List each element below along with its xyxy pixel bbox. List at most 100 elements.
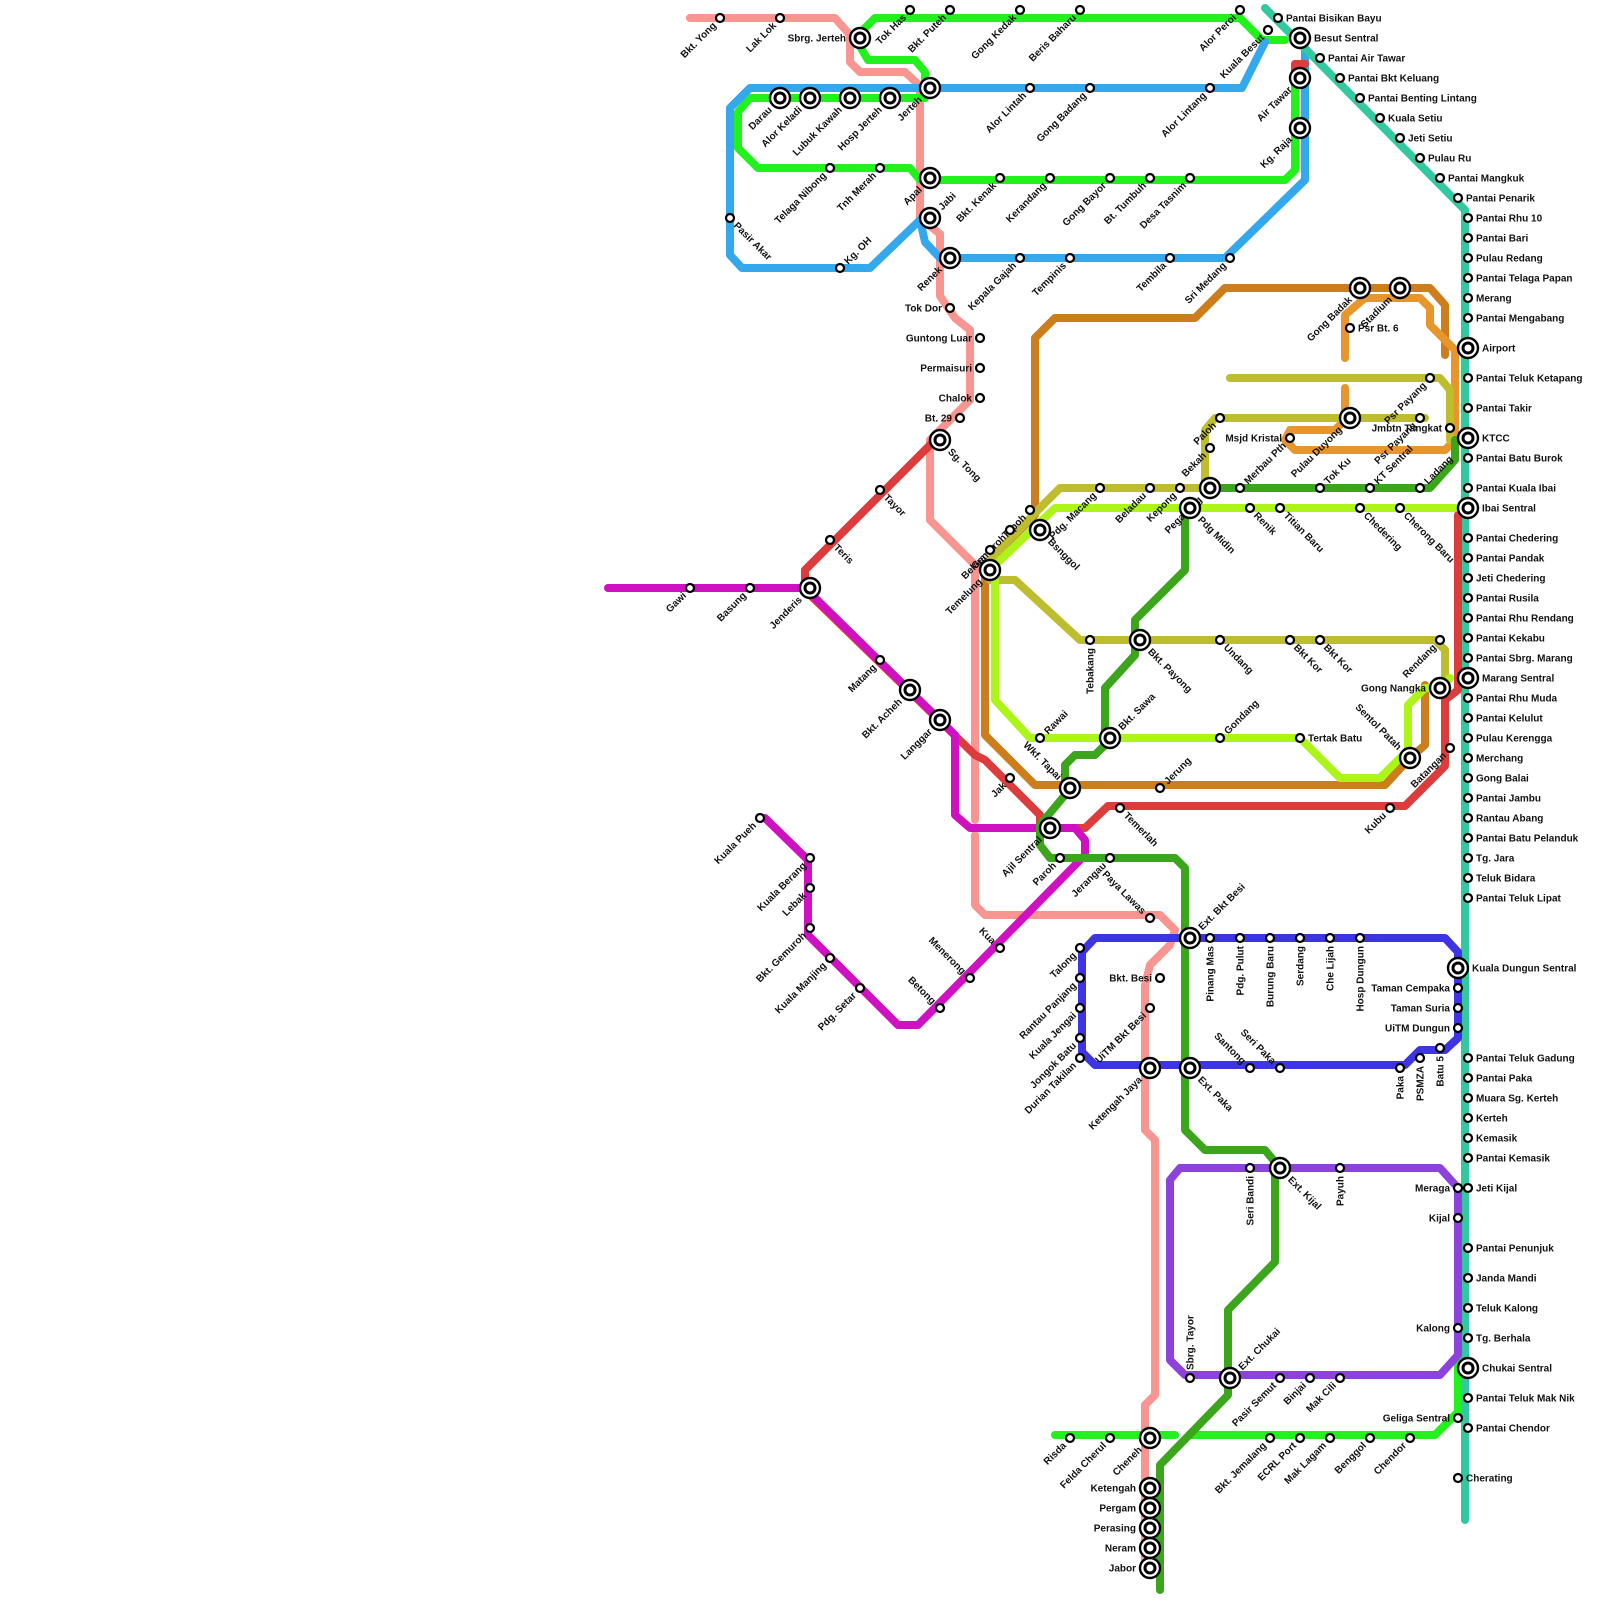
station-uitm-dungun[interactable]: UiTM Dungun [1385, 1022, 1464, 1035]
station-marker[interactable] [754, 812, 766, 824]
station-marker[interactable] [1294, 1432, 1306, 1444]
interchange-marker-core[interactable] [1143, 1431, 1157, 1445]
station-marker[interactable] [1452, 1322, 1464, 1334]
station-jeti-chedering[interactable]: Jeti Chedering [1462, 572, 1545, 585]
station-marker[interactable] [1004, 524, 1016, 536]
station-marker[interactable] [944, 4, 956, 16]
station-marker[interactable] [1452, 1472, 1464, 1484]
station-marker[interactable] [1274, 1062, 1286, 1074]
station-marker[interactable] [1462, 792, 1474, 804]
station-marker[interactable] [1294, 932, 1306, 944]
station-paka[interactable]: Paka [1394, 1062, 1407, 1099]
station-pantai-benting-lintang[interactable]: Pantai Benting Lintang [1354, 92, 1477, 105]
station-tok-has[interactable]: Tok Has [874, 4, 916, 47]
interchange-marker-core[interactable] [923, 81, 937, 95]
station-marker[interactable] [1004, 772, 1016, 784]
station-cherating[interactable]: Cherating [1452, 1472, 1513, 1485]
station-chukai-sentral[interactable]: Chukai Sentral [1456, 1356, 1552, 1380]
station-marker[interactable] [1144, 912, 1156, 924]
interchange-marker-core[interactable] [803, 581, 817, 595]
station-sbrg-jerteh[interactable]: Sbrg. Jerteh [788, 26, 872, 50]
station-marker[interactable] [974, 392, 986, 404]
station-jeti-kijal[interactable]: Jeti Kijal [1462, 1182, 1517, 1195]
station-ketengah[interactable]: Ketengah [1090, 1476, 1162, 1500]
station-kemasik[interactable]: Kemasik [1462, 1132, 1518, 1145]
station-neram[interactable]: Neram [1105, 1536, 1162, 1560]
station-pantai-batu-burok[interactable]: Pantai Batu Burok [1462, 452, 1563, 465]
interchange-marker-core[interactable] [923, 211, 937, 225]
station-betong[interactable]: Betong [905, 975, 946, 1014]
station-marker[interactable] [1434, 634, 1446, 646]
station-ktcc[interactable]: KTCC [1456, 426, 1510, 450]
station-gong-badang[interactable]: Gong Badang [1035, 82, 1096, 145]
station-marker[interactable] [1462, 532, 1474, 544]
station-marker[interactable] [1452, 1182, 1464, 1194]
station-marker[interactable] [1462, 452, 1474, 464]
station-marker[interactable] [934, 1002, 946, 1014]
station-pantai-rusila[interactable]: Pantai Rusila [1462, 592, 1539, 605]
station-marker[interactable] [1014, 4, 1026, 16]
station-marker[interactable] [1452, 192, 1464, 204]
station-marker[interactable] [1364, 1432, 1376, 1444]
station-marker[interactable] [1414, 1052, 1426, 1064]
station-kuala-pueh[interactable]: Kuala Pueh [713, 812, 766, 867]
station-marker[interactable] [824, 952, 836, 964]
interchange-marker-core[interactable] [1033, 523, 1047, 537]
station-merchang[interactable]: Merchang [1462, 752, 1523, 765]
station-pantai-penarik[interactable]: Pantai Penarik [1452, 192, 1535, 205]
station-marker[interactable] [874, 654, 886, 666]
station-marker[interactable] [1314, 634, 1326, 646]
station-bkt-acheh[interactable]: Bkt. Acheh [860, 678, 922, 741]
station-marker[interactable] [1264, 932, 1276, 944]
station-marker[interactable] [1462, 572, 1474, 584]
station-che-lijah[interactable]: Che Lijah [1324, 932, 1337, 991]
station-pulau-redang[interactable]: Pulau Redang [1462, 252, 1543, 265]
interchange-marker-core[interactable] [1293, 121, 1307, 135]
station-pantai-paka[interactable]: Pantai Paka [1462, 1072, 1533, 1085]
station-marker[interactable] [1214, 412, 1226, 424]
station-marker[interactable] [824, 534, 836, 546]
station-sg-tong[interactable]: Sg. Tong [928, 428, 983, 484]
station-marker[interactable] [954, 412, 966, 424]
station-marker[interactable] [1034, 732, 1046, 744]
station-sbrg-tayor[interactable]: Sbrg. Tayor [1184, 1315, 1197, 1384]
station-marker[interactable] [1104, 172, 1116, 184]
station-marker[interactable] [1064, 1432, 1076, 1444]
station-marker[interactable] [1214, 634, 1226, 646]
station-marker[interactable] [1462, 712, 1474, 724]
station-marker[interactable] [1462, 1392, 1474, 1404]
interchange-marker-core[interactable] [773, 91, 787, 105]
station-kerteh[interactable]: Kerteh [1462, 1112, 1508, 1125]
station-pinang-mas[interactable]: Pinang Mas [1204, 932, 1217, 1002]
station-marker[interactable] [1344, 322, 1356, 334]
station-marker[interactable] [1014, 252, 1026, 264]
station-kuala-setiu[interactable]: Kuala Setiu [1374, 112, 1442, 125]
station-marker[interactable] [1462, 1332, 1474, 1344]
station-marker[interactable] [1434, 1042, 1446, 1054]
station-marker[interactable] [1234, 4, 1246, 16]
station-marker[interactable] [1462, 732, 1474, 744]
interchange-marker-core[interactable] [883, 91, 897, 105]
station-tg-jara[interactable]: Tg. Jara [1462, 852, 1515, 865]
interchange-marker-core[interactable] [1403, 751, 1417, 765]
station-marker[interactable] [1452, 1002, 1464, 1014]
station-marker[interactable] [1462, 482, 1474, 494]
station-marker[interactable] [1354, 92, 1366, 104]
station-marker[interactable] [1324, 1432, 1336, 1444]
station-marker[interactable] [1434, 172, 1446, 184]
station-marker[interactable] [1304, 1372, 1316, 1384]
station-pergam[interactable]: Pergam [1099, 1496, 1162, 1520]
station-marker[interactable] [1462, 772, 1474, 784]
station-batu-5[interactable]: Batu 5 [1434, 1042, 1447, 1087]
station-pantai-jambu[interactable]: Pantai Jambu [1462, 792, 1541, 805]
station-marker[interactable] [1462, 892, 1474, 904]
station-pulau-ru[interactable]: Pulau Ru [1414, 152, 1471, 165]
station-marker[interactable] [1462, 852, 1474, 864]
station-marker[interactable] [1394, 132, 1406, 144]
station-marker[interactable] [1024, 504, 1036, 516]
station-marker[interactable] [1074, 972, 1086, 984]
station-pantai-rhu-rendang[interactable]: Pantai Rhu Rendang [1462, 612, 1574, 625]
station-meraga[interactable]: Meraga [1415, 1182, 1464, 1195]
station-marker[interactable] [1444, 422, 1456, 434]
station-marker[interactable] [1374, 112, 1386, 124]
